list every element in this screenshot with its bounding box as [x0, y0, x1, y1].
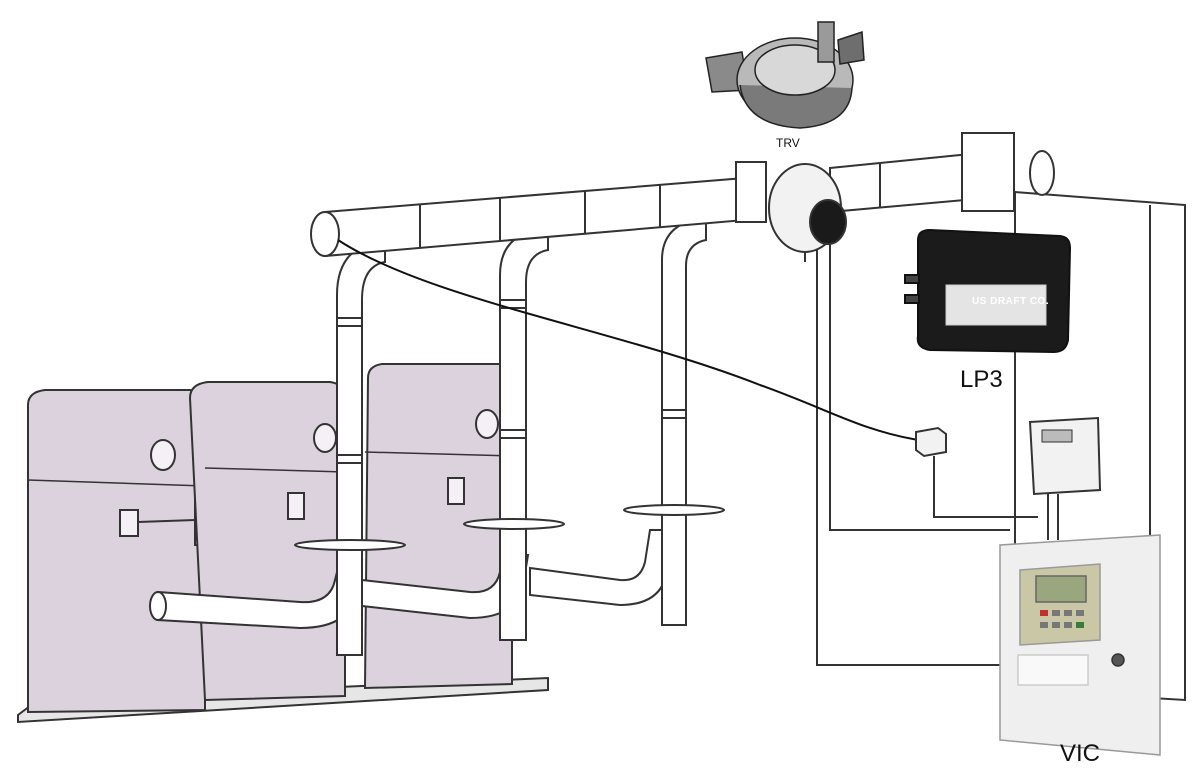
lp3-brand-logo: US DRAFT CO. [972, 296, 1050, 307]
lp3-controller [904, 228, 1072, 354]
pressure-sensor [915, 426, 1038, 518]
riser-3 [623, 216, 725, 626]
boiler-1 [27, 389, 220, 714]
relay-box [1028, 416, 1102, 540]
header-pipe [310, 132, 1055, 258]
riser-2 [463, 226, 565, 641]
trv-label: TRV [776, 136, 800, 150]
sensor-cable [337, 239, 919, 441]
vic-controller [999, 534, 1161, 756]
lp3-label: LP3 [960, 366, 1003, 393]
riser-1 [294, 238, 406, 656]
trv-fan-image [705, 21, 865, 129]
vic-label: VIC [1060, 740, 1101, 767]
trv-inline-fan [768, 163, 847, 262]
